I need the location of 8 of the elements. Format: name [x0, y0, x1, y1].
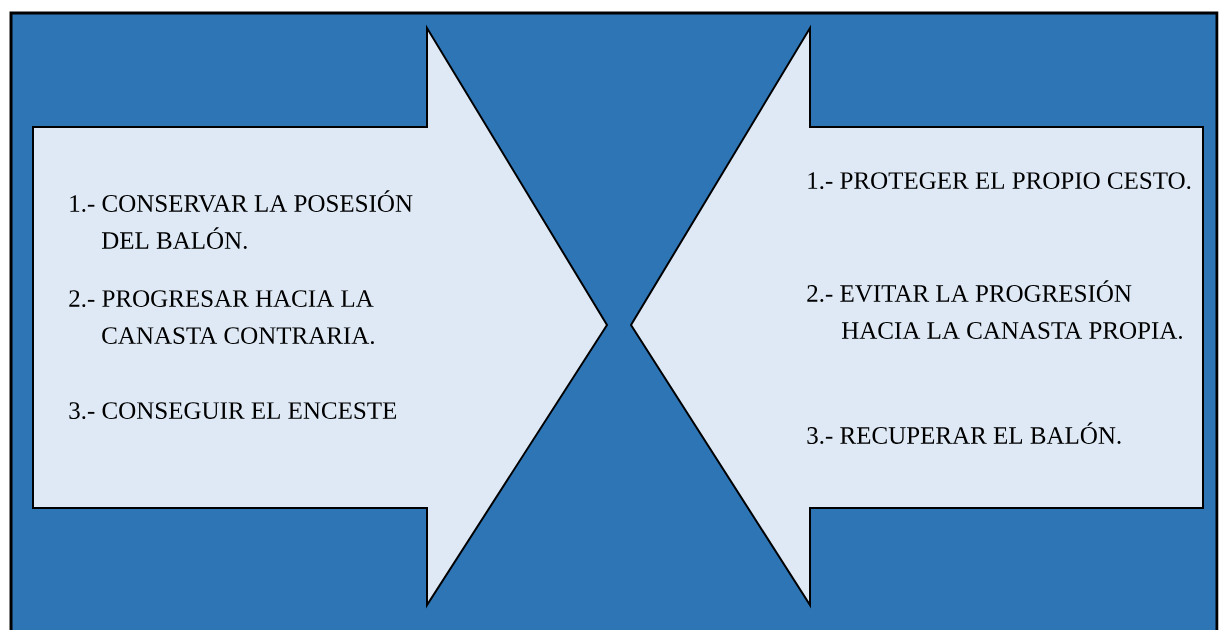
list-item: 2.- EVITAR LA PROGRESIÓN HACIA LA CANASTA PROPIA. [807, 280, 1182, 339]
list-item: 3.- RECUPERAR EL BALÓN. [807, 422, 1121, 444]
arrow-shape [32, 24, 609, 609]
list-item: 2.- PROGRESAR HACIA LA CANASTA CONTRARIA. [69, 290, 374, 345]
list-item: 1.- CONSERVAR LA POSESIÓN DEL BALÓN. [70, 190, 413, 249]
arrow-shape [629, 24, 1204, 609]
list-item: 1.- PROTEGER EL PROPIO CESTO. [808, 172, 1191, 190]
list-item: 3.- CONSEGUIR EL ENCESTE [69, 402, 397, 420]
